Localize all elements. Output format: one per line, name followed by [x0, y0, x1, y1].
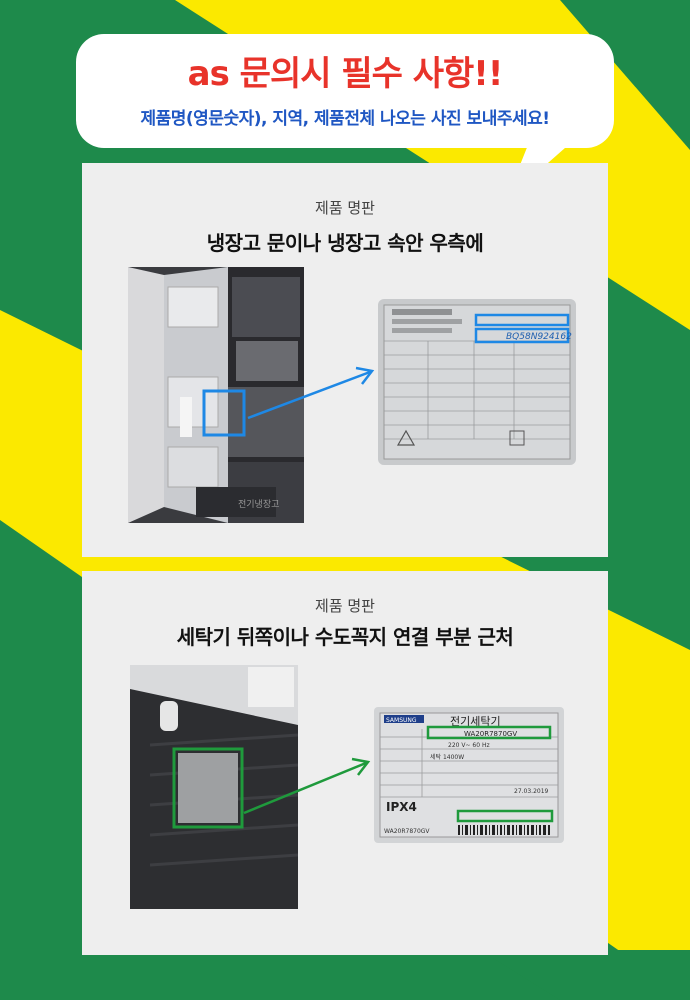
- door-label-text: 전기냉장고: [238, 499, 279, 510]
- plate-serial-highlight: [456, 809, 554, 823]
- plate-model-highlight: [426, 725, 552, 740]
- section-caption: 제품 명판: [315, 199, 375, 217]
- refrigerator-rating-plate: BQ58N924162: [378, 299, 576, 465]
- plate-ipx: IPX4: [386, 800, 417, 814]
- headline: as 문의시 필수 사항!!: [187, 54, 504, 94]
- label-location-highlight: [202, 389, 246, 437]
- section-caption: 제품 명판: [315, 597, 375, 615]
- plate-power: 세탁 1400W: [430, 753, 464, 761]
- washer-photo: [130, 665, 298, 909]
- plate-serial-text: BQ58N924162: [506, 332, 572, 342]
- arrow-blue: [247, 366, 375, 420]
- refrigerator-photo: 전기냉장고: [128, 267, 304, 523]
- plate-brand: SAMSUNG: [386, 717, 417, 724]
- washer-rating-plate: SAMSUNG 전기세탁기 WA20R7870GV 220 V~ 60 Hz 세…: [374, 707, 564, 843]
- plate-model-highlight: [474, 313, 570, 327]
- arrow-green: [243, 757, 371, 815]
- plate-voltage: 220 V~ 60 Hz: [448, 742, 490, 749]
- section-description: 세탁기 뒤쪽이나 수도꼭지 연결 부분 근처: [176, 625, 514, 649]
- plate-model: WA20R7870GV: [464, 730, 517, 738]
- plate-model-bottom: WA20R7870GV: [384, 828, 430, 835]
- plate-date: 27.03.2019: [514, 788, 549, 795]
- plate-serial-highlight: [474, 327, 570, 344]
- section-description: 냉장고 문이나 냉장고 속안 우측에: [206, 231, 484, 255]
- refrigerator-panel: 제품 명판 냉장고 문이나 냉장고 속안 우측에 전기냉장고: [82, 163, 608, 557]
- label-location-highlight: [172, 747, 244, 829]
- sub-headline: 제품명(영문숫자), 지역, 제품전체 나오는 사진 보내주세요!: [140, 109, 550, 129]
- speech-bubble: [76, 34, 614, 148]
- plate-title: 전기세탁기: [450, 715, 501, 728]
- washer-panel: 제품 명판 세탁기 뒤쪽이나 수도꼭지 연결 부분 근처 SAMSUNG 전기세…: [82, 571, 608, 955]
